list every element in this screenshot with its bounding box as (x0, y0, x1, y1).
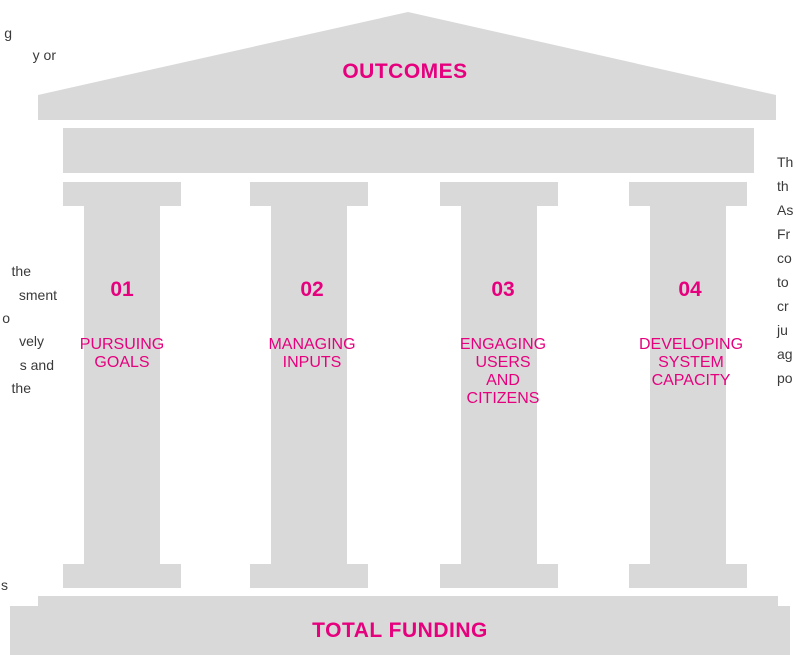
total-funding-heading: TOTAL FUNDING (312, 619, 488, 642)
left-text-fragment: the (11, 263, 31, 279)
base-plinth (10, 606, 790, 655)
left-text-fragment: g (4, 25, 12, 41)
right-text-fragment: ag (777, 346, 793, 362)
left-text-fragment: s (1, 577, 8, 593)
pillar-2-label-line: INPUTS (282, 354, 342, 371)
right-text-fragment: Fr (777, 226, 791, 242)
pillar-2-number: 02 (300, 278, 324, 301)
architrave (63, 128, 754, 173)
pillar-3-shape (440, 182, 558, 588)
pillar-2-label-line: MANAGING (268, 336, 356, 353)
pillar-4-label-line: DEVELOPING (638, 336, 744, 353)
left-text-fragment: the (11, 380, 31, 396)
right-text-fragment: po (777, 370, 793, 386)
pillar-3-label-line: AND (486, 372, 520, 389)
pillar-2-label: MANAGING INPUTS (247, 336, 377, 372)
pillar-3-label-line: USERS (475, 354, 531, 371)
right-text-fragment: to (777, 274, 789, 290)
pillar-4-shape (629, 182, 747, 588)
left-text-fragment: y or (32, 47, 56, 63)
pillar-4-number: 04 (678, 278, 702, 301)
left-text-fragment: s and (19, 357, 54, 373)
pillar-3-label: ENGAGING USERS AND CITIZENS (438, 336, 568, 408)
right-text-fragment: ju (777, 322, 788, 338)
right-text-fragment: cr (777, 298, 789, 314)
pillar-1-number: 01 (110, 278, 134, 301)
pillar-1-label-line: GOALS (94, 354, 150, 371)
pillar-1-label-line: PURSUING (79, 336, 165, 353)
pillar-1-label: PURSUING GOALS (57, 336, 187, 372)
left-text-fragment: o (2, 310, 10, 326)
pillar-4-label: DEVELOPING SYSTEM CAPACITY (626, 336, 756, 390)
left-text-fragment: sment (18, 287, 57, 303)
outcomes-heading: OUTCOMES (342, 60, 468, 83)
right-text-fragment: Th (777, 154, 794, 170)
pillar-4-label-line: CAPACITY (651, 372, 731, 389)
pillar-4-label-line: SYSTEM (658, 354, 724, 371)
pillar-3-label-line: CITIZENS (466, 390, 540, 407)
left-text-fragment: vely (19, 333, 44, 349)
right-text-fragment: th (777, 178, 789, 194)
pillar-2-shape (250, 182, 368, 588)
pillar-1-shape (63, 182, 181, 588)
right-text-fragment: As (777, 202, 794, 218)
base-step (38, 596, 778, 606)
right-text-fragment: co (777, 250, 792, 266)
pillar-3-number: 03 (491, 278, 515, 301)
roof (38, 12, 776, 120)
pillar-3-label-line: ENGAGING (459, 336, 547, 353)
